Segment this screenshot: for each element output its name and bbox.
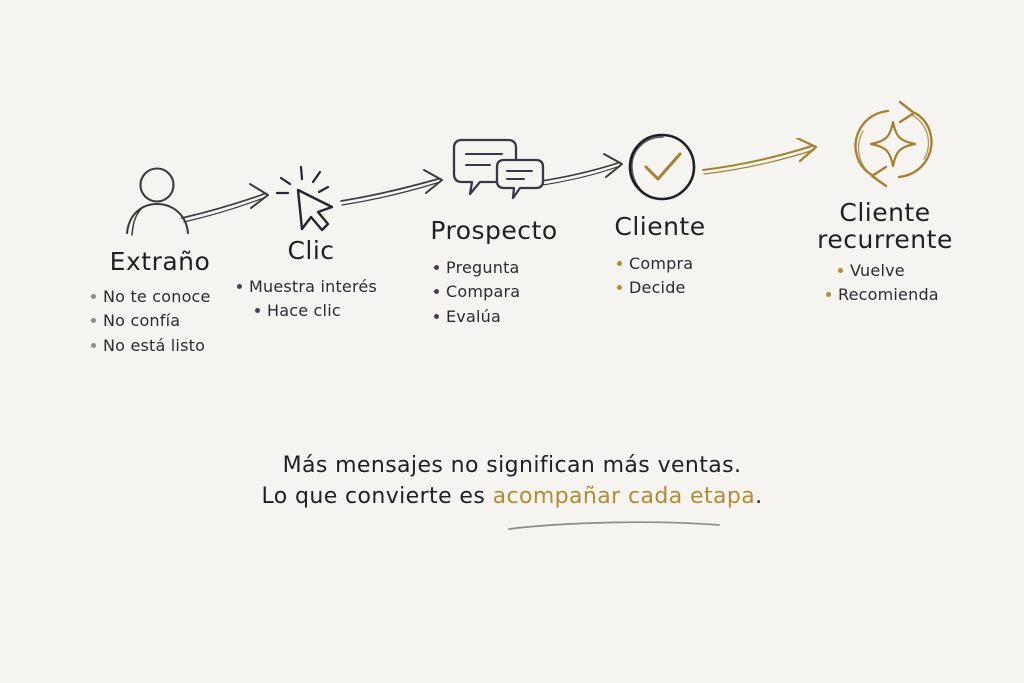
list-item: Vuelve [826,259,939,283]
bullet-dot [838,268,843,273]
bullet-dot [826,292,831,298]
caption-line-1: Más mensajes no significan más ventas. [282,453,742,478]
bullet-dot [237,284,242,289]
bullet-dot [255,308,260,314]
stage-bullets-extrano: No te conoce No confía No está listo [91,285,211,358]
bullet-dot [91,342,96,348]
stage-title-clic: Clic [287,236,335,265]
bullet-dot [434,313,439,319]
stage-title-line-2: recurrente [817,225,953,254]
caption: Más mensajes no significan más ventas. L… [0,450,1024,512]
person-icon [125,167,190,236]
list-item: Compara [434,280,520,304]
click-cursor-icon [275,165,334,232]
chat-bubbles-icon [452,138,545,200]
arrow-clic-to-prospecto [340,169,443,206]
bullet-dot [91,294,96,299]
bullet-dot [91,318,96,324]
caption-highlight: acompañar cada etapa [492,484,756,510]
bullet-dot [617,285,622,291]
list-item: No está listo [91,334,211,358]
caption-line-2-prefix: Lo que convierte es [261,484,493,510]
stage-title-cliente: Cliente [614,212,706,241]
list-item: Compra [617,252,693,276]
list-item: Evalúa [434,305,520,329]
list-item: Recomienda [826,283,939,307]
stage-title-prospecto: Prospecto [430,216,558,245]
stage-bullets-cliente-recurrente: Vuelve Recomienda [826,259,939,308]
stage-title-line-1: Cliente [839,198,931,227]
list-item: Decide [617,276,693,300]
caption-underline [508,521,720,530]
arrow-cliente-to-cliente-recurrente [702,138,818,175]
refresh-sparkle-icon [854,100,933,188]
list-item: No confía [91,309,211,333]
list-item: No te conoce [91,285,211,309]
list-item: Hace clic [237,299,377,323]
bullet-dot [434,289,439,295]
stage-title-cliente-recurrente: Cliente recurrente [790,199,980,253]
caption-line-2-suffix: . [755,484,763,510]
arrow-extrano-to-clic [181,183,269,223]
list-item: Muestra interés [237,275,377,299]
bullet-dot [617,261,622,266]
stage-title-extrano: Extraño [109,247,211,276]
list-item: Pregunta [434,256,520,280]
bullet-dot [434,265,439,270]
stage-bullets-prospecto: Pregunta Compara Evalúa [434,256,520,329]
check-circle-icon [628,133,696,201]
stage-bullets-clic: Muestra interés Hace clic [237,275,377,324]
caption-line-2: Lo que convierte es acompañar cada etapa… [0,481,1024,512]
stage-bullets-cliente: Compra Decide [617,252,693,301]
